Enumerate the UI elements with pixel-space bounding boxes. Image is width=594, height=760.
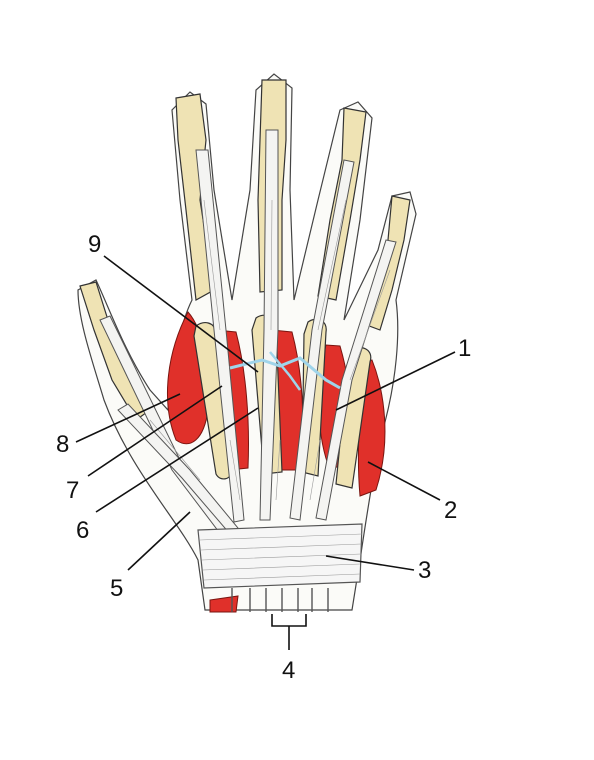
label-5: 5 — [110, 575, 123, 602]
label-8: 8 — [56, 431, 69, 458]
leader-5 — [127, 511, 191, 571]
leader-4-bracket — [271, 614, 307, 650]
extensor-retinaculum — [197, 523, 363, 589]
label-2: 2 — [444, 497, 457, 524]
leader-2 — [367, 461, 441, 501]
label-9: 9 — [88, 231, 101, 258]
leader-7 — [87, 385, 223, 477]
leader-6 — [95, 407, 259, 513]
junctura-tendinum — [229, 356, 341, 390]
tendon-ring — [289, 159, 355, 521]
leader-1 — [335, 351, 456, 411]
label-1: 1 — [458, 335, 471, 362]
leader-9 — [103, 255, 259, 373]
label-7: 7 — [66, 477, 79, 504]
junctura-tendinum-2 — [269, 351, 302, 391]
muscle-forearm-fragment — [209, 595, 239, 613]
label-3: 3 — [418, 557, 431, 584]
leader-3 — [325, 555, 415, 571]
tendon-little — [315, 239, 397, 521]
tendon-middle — [259, 129, 279, 521]
tendon-index — [195, 149, 245, 523]
leader-8 — [75, 393, 181, 443]
retinaculum-fibers — [199, 533, 363, 581]
label-6: 6 — [76, 517, 89, 544]
tendons-distal — [231, 588, 329, 612]
label-4: 4 — [282, 657, 295, 684]
tendon-striations — [149, 199, 391, 501]
